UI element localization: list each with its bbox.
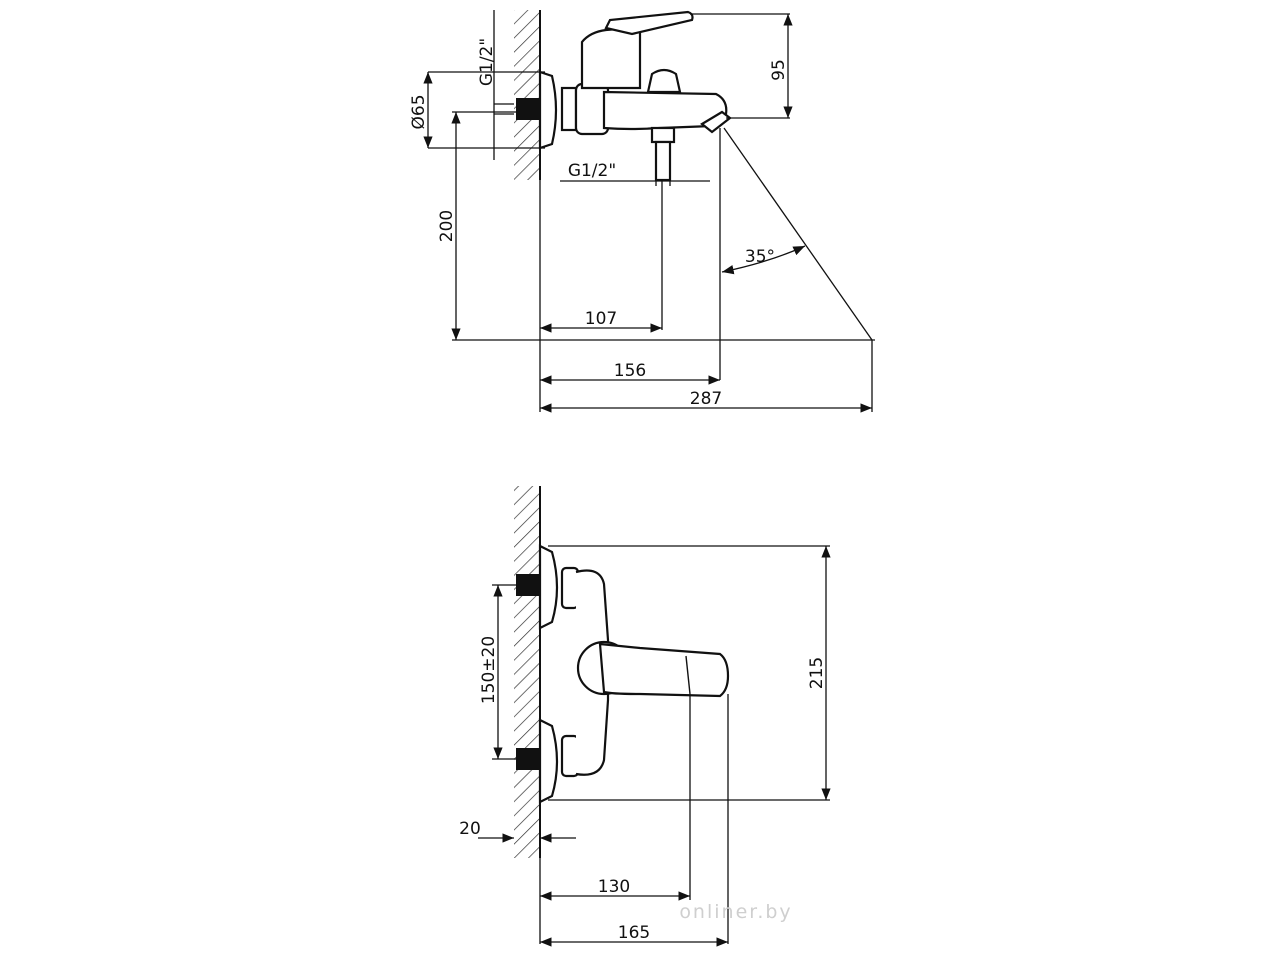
angle-arc <box>721 245 806 275</box>
front-view: 215 150±20 20 130 165 <box>459 486 831 947</box>
pipe-lower <box>516 748 540 770</box>
label-20: 20 <box>459 819 481 839</box>
watermark: onliner.by <box>679 901 792 923</box>
lever-handle <box>604 10 694 36</box>
connection-nut <box>560 86 578 132</box>
nut-upper <box>560 566 580 610</box>
shower-outlet <box>654 140 672 182</box>
label-150: 150±20 <box>479 636 499 704</box>
label-107: 107 <box>585 309 617 329</box>
side-view: G1/2" Ø65 95 200 G1/2" 35° 107 <box>409 10 875 413</box>
label-diameter: Ø65 <box>409 94 429 129</box>
label-130: 130 <box>598 877 630 897</box>
label-287: 287 <box>690 389 722 409</box>
cartridge-housing <box>580 26 642 90</box>
label-200: 200 <box>437 210 457 242</box>
label-165: 165 <box>618 923 650 943</box>
label-95: 95 <box>769 59 789 81</box>
pipe-connection <box>516 98 540 120</box>
label-angle: 35° <box>745 247 775 267</box>
lever-detail <box>685 655 691 695</box>
label-thread-bottom: G1/2" <box>568 161 616 181</box>
pipe-upper <box>516 574 540 596</box>
ref-line-angle <box>723 127 873 341</box>
flange-lower <box>538 718 559 804</box>
diverter-knob <box>646 68 682 94</box>
wall-flange <box>538 70 558 150</box>
nut-lower <box>560 734 580 778</box>
label-156: 156 <box>614 361 646 381</box>
label-thread-top: G1/2" <box>477 38 497 86</box>
lever-front <box>598 642 730 698</box>
label-215: 215 <box>807 657 827 689</box>
wall-hatch-top <box>514 10 540 180</box>
flange-upper <box>538 544 559 630</box>
shower-outlet-nut <box>650 126 676 144</box>
wall-hatch-bottom <box>514 486 540 858</box>
